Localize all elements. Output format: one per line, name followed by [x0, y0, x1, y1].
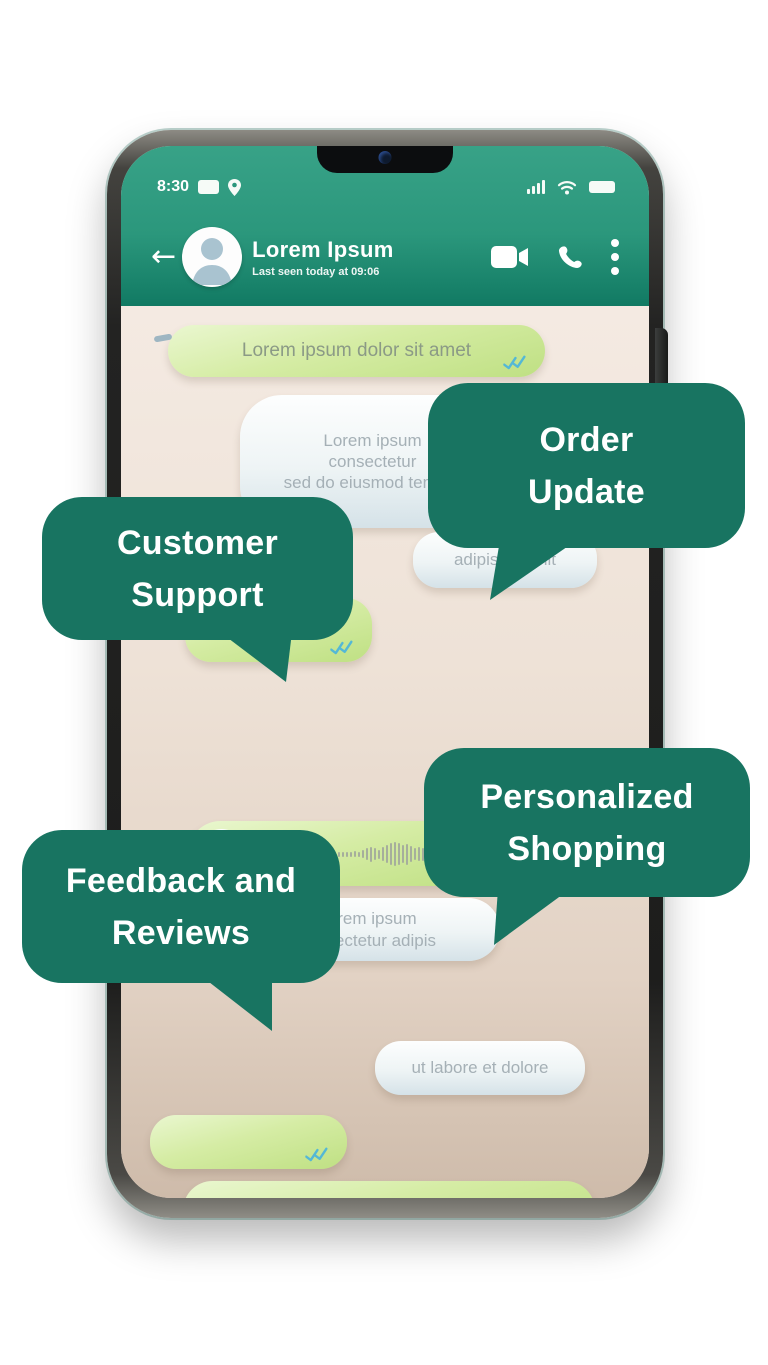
notification-icon [198, 180, 220, 194]
battery-icon [589, 181, 615, 193]
callout-tail [220, 632, 292, 682]
avatar[interactable] [182, 227, 243, 287]
message-bubble [150, 1115, 347, 1169]
contact-name[interactable]: Lorem Ipsum [252, 236, 394, 262]
message-bubble: Lorem ipsum dolor sit amet, consectetur [183, 1181, 595, 1198]
power-button[interactable] [655, 328, 668, 392]
message-bubble: Lorem ipsum dolor sit amet [153, 325, 545, 377]
callout-order-update: Order Update [428, 383, 745, 548]
menu-icon[interactable] [611, 239, 619, 275]
callout-personalized-shopping: Personalized Shopping [424, 748, 750, 897]
callout-tail [494, 889, 570, 945]
message-text: Lorem ipsum dolor sit amet [241, 340, 472, 361]
callout-tail [200, 975, 272, 1031]
notch [317, 146, 453, 173]
signal-icon [527, 180, 545, 194]
front-camera-icon [378, 151, 392, 164]
read-receipt-icon [305, 1147, 328, 1162]
message-text: ut labore et dolore [411, 1058, 549, 1077]
callout-tail [490, 540, 577, 600]
callout-feedback-reviews: Feedback and Reviews [22, 830, 340, 983]
voice-call-icon[interactable] [557, 244, 583, 270]
person-icon [192, 238, 233, 285]
read-receipt-icon [503, 355, 526, 370]
wifi-icon [557, 180, 577, 194]
callout-customer-support: Customer Support [42, 497, 353, 640]
chat-header: 8:30 [121, 146, 649, 306]
status-bar: 8:30 [157, 176, 615, 198]
message-text: Lorem ipsum consectetur sed do eiusmod t… [283, 431, 462, 492]
callout-label: Feedback and Reviews [65, 861, 297, 952]
message-bubble: ut labore et dolore [375, 1041, 585, 1095]
read-receipt-icon [330, 640, 353, 655]
callout-label: Order Update [527, 420, 646, 511]
video-call-icon[interactable] [491, 244, 529, 270]
last-seen-status: Last seen today at 09:06 [252, 265, 380, 278]
status-time: 8:30 [157, 178, 190, 195]
callout-label: Personalized Shopping [480, 777, 694, 868]
message-text: Lorem ipsum dolor sit amet, consectetur [183, 1181, 639, 1198]
location-icon [228, 178, 242, 196]
phone-screen: 8:30 [121, 146, 649, 1198]
callout-label: Customer Support [116, 523, 279, 614]
phone-frame: 8:30 [107, 130, 668, 1218]
back-icon[interactable]: ← [151, 239, 177, 274]
